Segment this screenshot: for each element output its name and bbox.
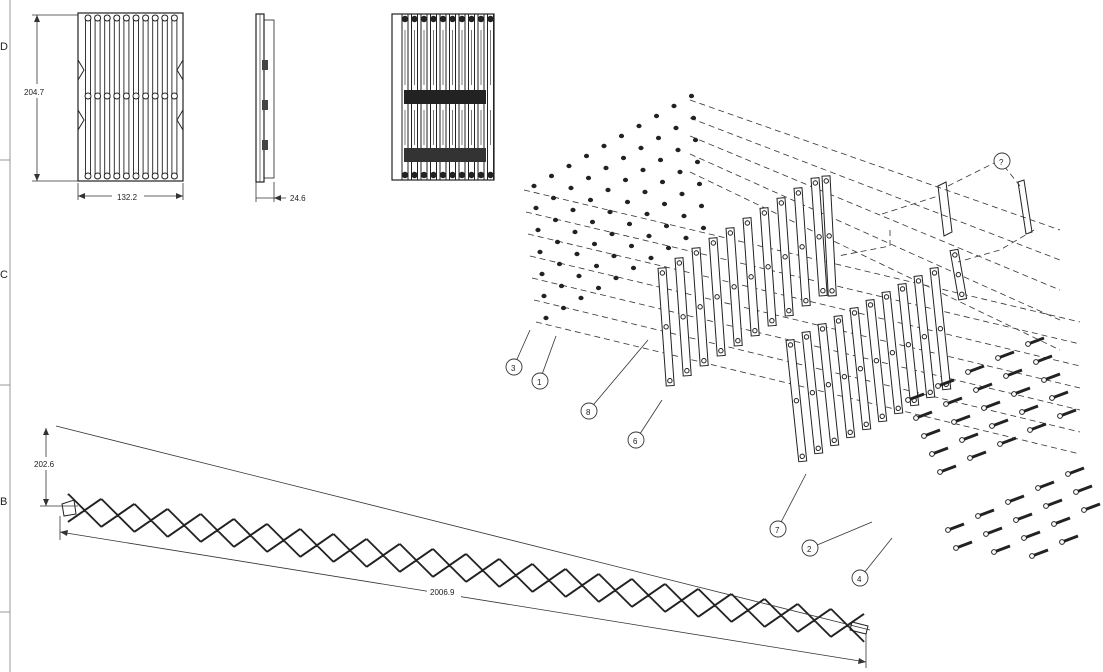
isometric-compact-view <box>391 13 495 181</box>
svg-text:6: 6 <box>633 437 638 446</box>
front-height-dimension: 204.7 <box>24 88 45 97</box>
svg-text:?: ? <box>999 158 1004 167</box>
side-depth-dimension: 24.6 <box>290 194 306 203</box>
svg-text:4: 4 <box>857 575 862 584</box>
front-width-dimension: 132.2 <box>117 193 138 202</box>
front-view-slats <box>77 14 184 180</box>
balloon-3: 3 <box>505 329 531 376</box>
exploded-scissor-arms <box>657 175 968 463</box>
balloon-2: 2 <box>801 521 873 557</box>
zone-letter-c: C <box>0 269 8 281</box>
zone-letter-b: B <box>0 496 7 508</box>
svg-text:7: 7 <box>775 526 780 535</box>
balloon-4: 4 <box>851 537 893 587</box>
balloon-unknown: ? <box>993 152 1011 170</box>
zone-letter-d: D <box>0 41 8 53</box>
extended-scissor-lattice <box>61 493 869 644</box>
front-view: 204.7 132.2 <box>20 12 184 202</box>
svg-text:8: 8 <box>586 408 591 417</box>
exploded-assembly-view: 3 1 8 6 7 2 4 <box>505 93 1101 587</box>
exploded-hardware-discs <box>531 93 707 321</box>
balloon-1: 1 <box>531 335 557 390</box>
svg-text:1: 1 <box>537 378 542 387</box>
balloon-7: 7 <box>769 473 807 538</box>
balloon-6: 6 <box>627 399 663 449</box>
extended-length-dimension: 2006.9 <box>430 588 455 597</box>
sheet-border: D C B <box>0 0 11 672</box>
exploded-bolts <box>905 336 1101 559</box>
extended-view: 202.6 2006.9 <box>30 425 871 668</box>
extended-height-dimension: 202.6 <box>34 460 55 469</box>
svg-text:2: 2 <box>807 545 812 554</box>
side-view: 24.6 <box>255 13 306 203</box>
balloon-8: 8 <box>580 339 649 420</box>
svg-text:3: 3 <box>511 364 516 373</box>
